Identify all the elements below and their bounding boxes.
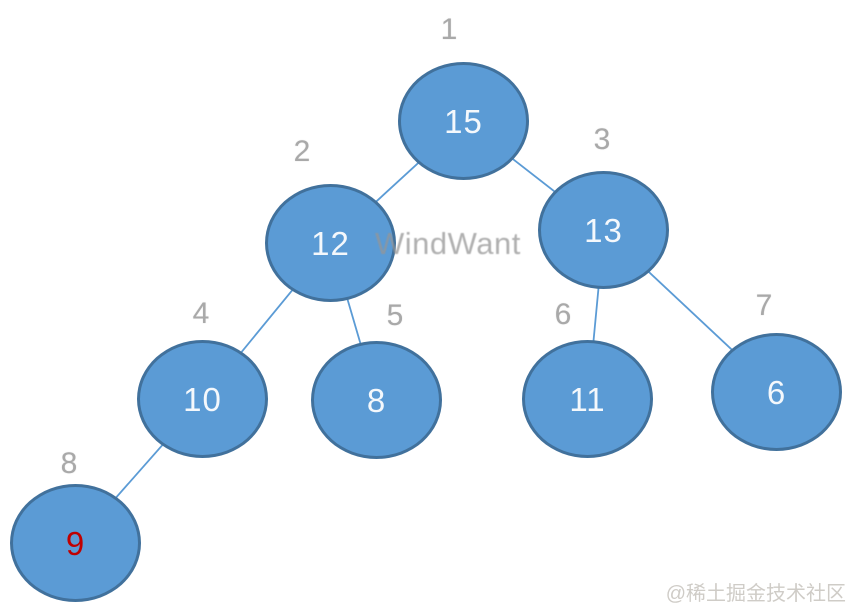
node-index-label: 2 — [293, 135, 311, 168]
node-index-label: 1 — [440, 13, 458, 46]
tree-node-15: 15 — [398, 62, 529, 180]
node-value: 11 — [569, 380, 606, 418]
tree-node-10: 10 — [137, 340, 268, 458]
node-value: 6 — [766, 373, 787, 411]
node-index-label: 4 — [192, 297, 210, 330]
node-value: 10 — [183, 380, 222, 418]
tree-node-9-highlighted: 9 — [10, 484, 141, 602]
watermark-text: WindWant — [375, 226, 521, 261]
node-index-label: 7 — [755, 289, 773, 322]
node-value-highlighted: 9 — [65, 524, 86, 562]
node-value: 15 — [444, 102, 483, 140]
tree-node-13: 13 — [538, 171, 669, 289]
node-index-label: 8 — [60, 447, 78, 480]
node-value: 12 — [311, 224, 350, 262]
tree-node-8: 8 — [311, 341, 442, 459]
node-value: 13 — [584, 211, 623, 249]
node-index-label: 3 — [593, 123, 611, 156]
node-value: 8 — [366, 381, 387, 419]
tree-node-11: 11 — [522, 340, 653, 458]
credit-text: @稀土掘金技术社区 — [665, 583, 846, 605]
tree-node-12: 12 — [265, 184, 396, 302]
tree-node-6: 6 — [711, 333, 842, 451]
node-index-label: 5 — [386, 299, 404, 332]
node-index-label: 6 — [554, 298, 572, 331]
